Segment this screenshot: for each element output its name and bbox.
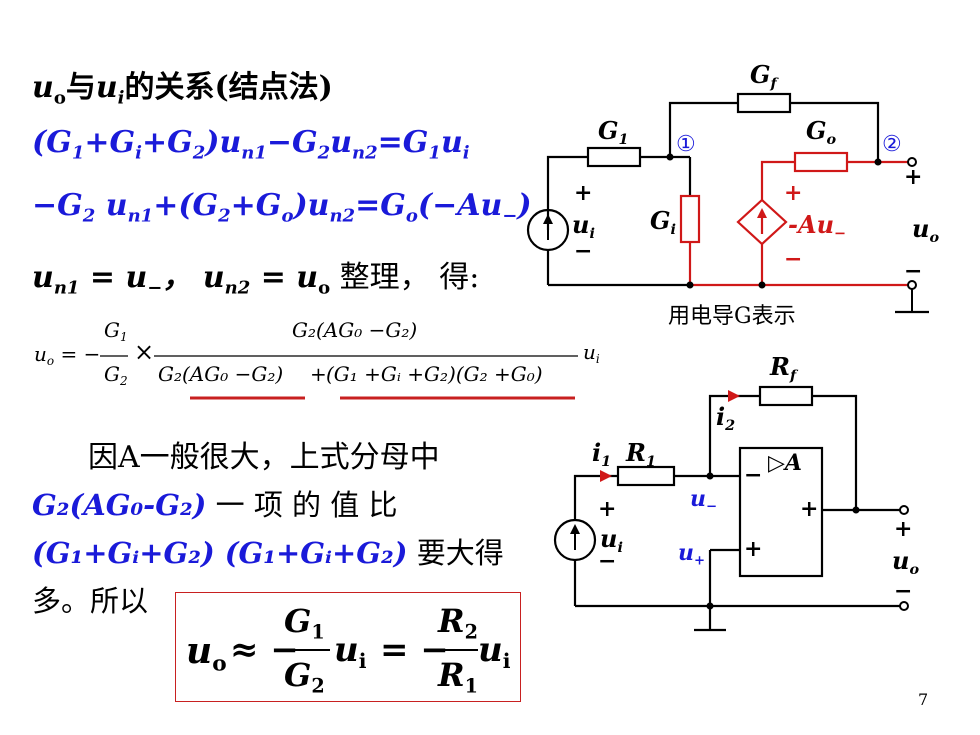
explanation-line-3: (G₁+Gᵢ+G₂) (G₁+Gᵢ+G₂) 要大得 [32,536,504,570]
node-1-label: ① [676,132,696,157]
label-uo: uo [912,214,940,247]
section-heading: uo与ui的关系(结点法) [32,70,333,109]
label-i2: i2 [716,402,736,435]
label-i1: i1 [592,438,612,471]
page-number: 7 [918,690,929,709]
label-rf: Rf [770,352,797,385]
label-gi: Gi [650,206,676,239]
label-go: Go [806,116,837,149]
opamp-symbol: ▷A [768,450,802,476]
label-ui: ui [572,210,595,243]
node-equation-2: −G2 un1+(G2+Go)un2=Go(−Au−) [32,188,532,227]
node-equation-1: (G1+Gi+G2)un1−G2un2=G1ui [32,125,470,164]
label-dep-source: -Au− [788,210,847,243]
explanation-line-4: 多。所以 [32,584,149,618]
node-2-label: ② [882,132,902,157]
approximation-box [175,592,521,702]
label-r1: R1 [626,438,656,471]
label-gf: Gf [750,60,777,93]
substitution-line: un1 = u−， un2 = uo 整理， 得: [32,260,480,299]
explanation-line-2: G₂(AG₀-G₂) 一 项 的 值 比 [32,488,398,522]
label-g1: G1 [598,116,629,149]
explanation-line-1: 因A一般很大，上式分母中 [88,440,440,475]
label-uo-2: uo [892,546,920,579]
label-u-minus: u− [690,486,718,515]
label-u-plus: u+ [678,540,706,569]
label-ui-2: ui [600,524,623,557]
circuit-caption: 用电导G表示 [668,304,796,329]
